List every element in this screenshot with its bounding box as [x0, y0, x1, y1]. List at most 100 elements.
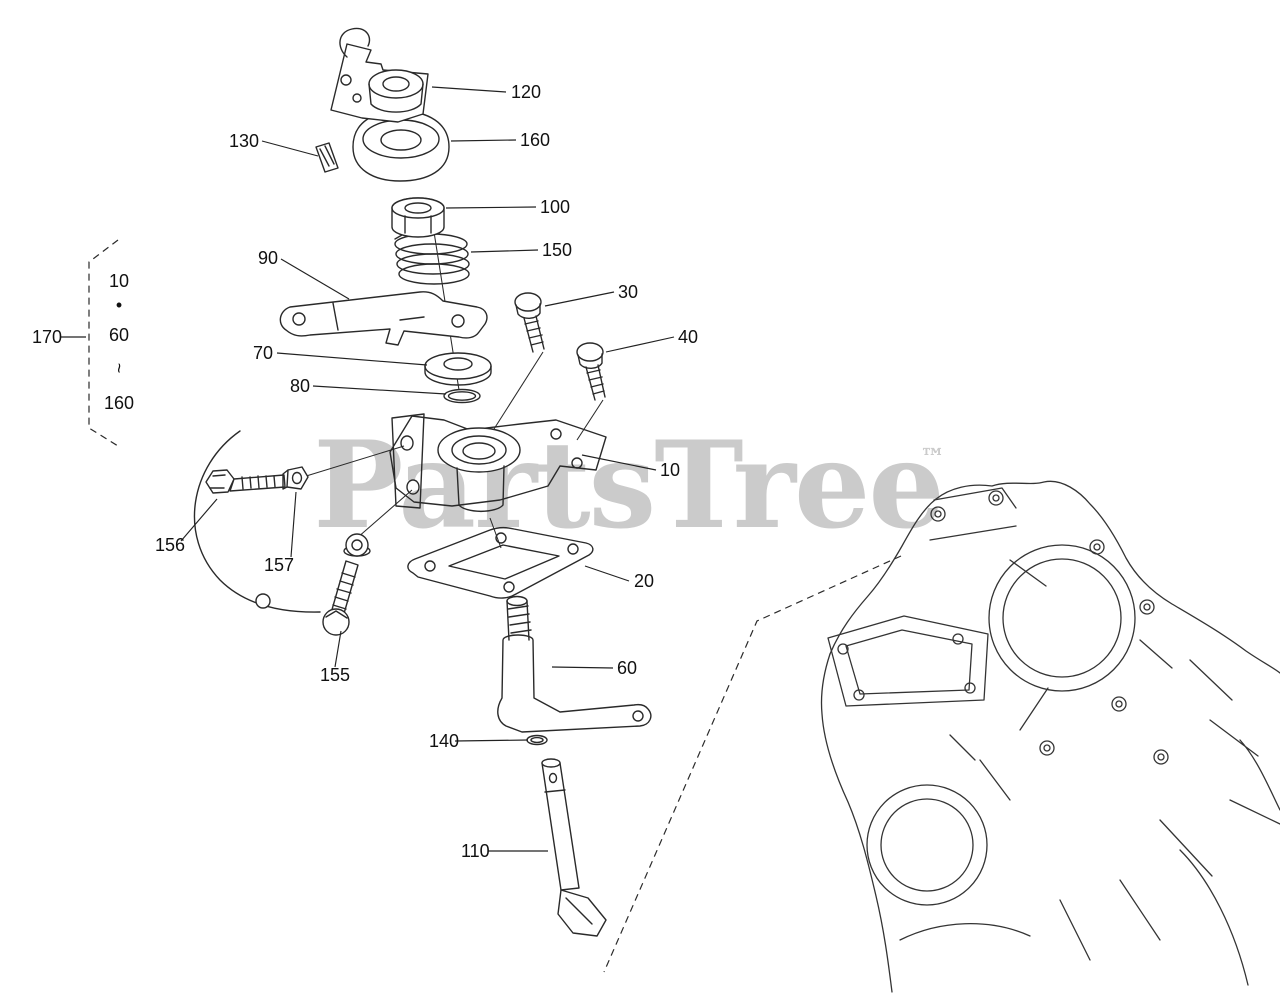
- bore-inner: [462, 442, 496, 460]
- leader-30: [544, 291, 615, 307]
- legend-item-squiggle: ~: [109, 363, 129, 374]
- nut-body: [286, 466, 309, 490]
- gasket-hole: [503, 581, 515, 593]
- part-120-upper-bracket: [330, 27, 429, 123]
- leader-157: [290, 491, 297, 558]
- lever-detail-lines: [332, 302, 425, 331]
- callout-157: 157: [264, 555, 294, 575]
- o-ring-outer: [443, 388, 481, 404]
- leader-155: [334, 630, 342, 668]
- callout-60: 60: [617, 658, 637, 678]
- part-155-bolt: [322, 560, 359, 636]
- callout-110: 110: [461, 841, 490, 861]
- lever-hole-left: [292, 312, 306, 326]
- part-140-retaining-ring: [526, 734, 548, 746]
- callout-155: 155: [320, 665, 350, 685]
- pad-bolt-hole: [964, 682, 976, 694]
- shaft-foot-paddle: [557, 889, 607, 937]
- legend-item-160: 160: [104, 393, 134, 413]
- shaft-arm-silhouette: [497, 634, 652, 733]
- legend-item-60: 60: [109, 325, 129, 345]
- bolt-head: [576, 342, 604, 362]
- pad-bolt-hole: [853, 689, 865, 701]
- legend-item-dot: •: [116, 295, 122, 315]
- callout-130: 130: [229, 131, 259, 151]
- plate-hole: [550, 428, 562, 440]
- part-80-o-ring: [443, 388, 481, 404]
- part-60-shaft-with-arm: [497, 595, 652, 733]
- bolt-threads: [241, 475, 276, 490]
- leader-10: [581, 454, 657, 471]
- linkage-arc: [193, 430, 321, 613]
- shaft-body: [541, 762, 580, 891]
- bolt-shank-threads: [523, 315, 545, 353]
- tab-hole-upper: [400, 435, 414, 451]
- leader-100: [445, 206, 537, 209]
- leader-60: [551, 666, 614, 669]
- shaft-collar-line: [544, 789, 566, 793]
- engine-outline-left: [820, 653, 893, 993]
- leader-120: [431, 86, 507, 93]
- nut-thickness: [282, 469, 289, 490]
- nut-bore: [291, 471, 303, 485]
- part-70-washer: [424, 352, 492, 386]
- crankcase-bolt-holes: [930, 490, 1169, 765]
- engine-governor-pad-outer: [827, 615, 989, 707]
- plate-hole: [571, 457, 583, 469]
- crankcase-boss-outer: [866, 784, 988, 906]
- bolt-shank-threads: [585, 364, 606, 401]
- o-ring-inner: [447, 391, 477, 401]
- part-130-pin: [315, 142, 339, 173]
- callout-120: 120: [511, 82, 541, 102]
- threaded-stub-top: [506, 595, 528, 607]
- crankcase-boss-inner: [880, 798, 974, 892]
- washer-hole: [443, 357, 473, 371]
- callout-80: 80: [290, 376, 310, 396]
- part-150-spring: [394, 230, 470, 285]
- callout-40: 40: [678, 327, 698, 347]
- engine-outline-top: [829, 480, 1280, 674]
- nut-top-face: [391, 197, 445, 219]
- gasket-hole: [495, 532, 507, 544]
- spring-coil: [396, 253, 470, 275]
- callout-150: 150: [542, 240, 572, 260]
- bracket-boss-skirt: [368, 83, 424, 113]
- leader-156: [180, 498, 218, 542]
- leader-140: [454, 739, 529, 742]
- leader-160: [450, 139, 517, 142]
- part-30-hex-bolt: [514, 292, 545, 353]
- threaded-stub: [506, 600, 532, 641]
- legend-item-10: 10: [109, 271, 129, 291]
- callout-100: 100: [540, 197, 570, 217]
- flange-nut: [343, 533, 371, 557]
- part-157-nut: [282, 466, 309, 490]
- leader-70: [276, 352, 428, 366]
- engine-crankcase: [820, 480, 1280, 993]
- callout-156: 156: [155, 535, 185, 555]
- pad-bolt-hole: [837, 643, 849, 655]
- callout-20: 20: [634, 571, 654, 591]
- legend-label-170: 170: [32, 327, 62, 347]
- bolt-shank: [229, 474, 286, 492]
- flange-nut-bore: [351, 539, 363, 551]
- nut-facets: [404, 215, 432, 234]
- ring-outer: [526, 734, 548, 746]
- gasket-hole: [424, 560, 436, 572]
- bracket-boss-top: [368, 69, 424, 99]
- flange-nut-body: [345, 533, 369, 557]
- callout-140: 140: [429, 731, 459, 751]
- bore-mid: [451, 435, 507, 465]
- pin-knurl-lines: [319, 145, 335, 167]
- engine-governor-pad-inner: [845, 629, 973, 695]
- gasket-outline: [407, 526, 594, 599]
- bracket-boss-bore: [382, 76, 410, 92]
- gasket-opening: [448, 544, 560, 580]
- legend-group-170: 170 10 • 60 ~ 160: [32, 271, 134, 413]
- gasket-hole: [567, 543, 579, 555]
- callout-labels: 120 130 160 100 150 90 30 40 70 80 10 15…: [155, 82, 698, 861]
- engine-rib-lines: [899, 487, 1280, 986]
- arm-end-hole: [632, 710, 644, 722]
- lower-boss: [456, 465, 505, 513]
- callout-70: 70: [253, 343, 273, 363]
